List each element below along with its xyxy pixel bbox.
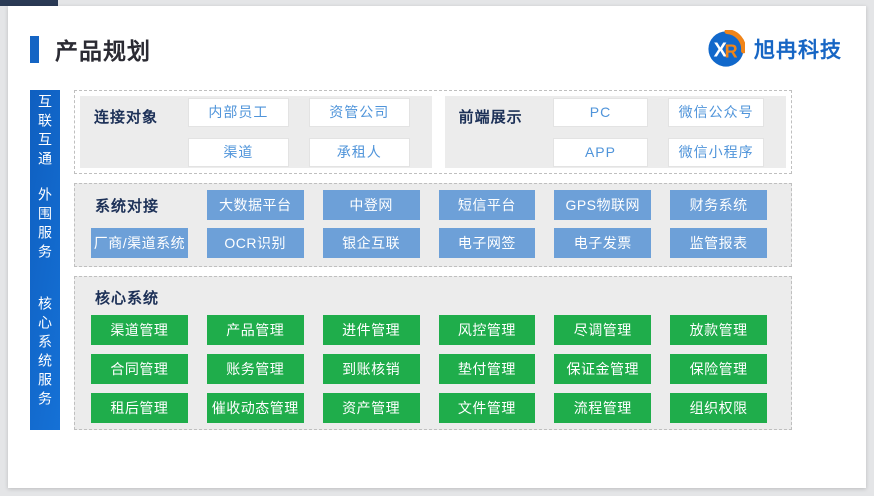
- chip-accounting-mgmt: 账务管理: [206, 354, 304, 384]
- chip-internal-staff: 内部员工: [188, 97, 289, 127]
- chip-ocr: OCR识别: [206, 228, 304, 258]
- chip-receipt-writeoff: 到账核销: [322, 354, 420, 384]
- chip-wechat-miniprogram: 微信小程序: [668, 137, 764, 167]
- section-core-system: 核心系统 渠道管理 产品管理 进件管理 风控管理 尽调管理 放款管理 合同管理 …: [74, 276, 792, 430]
- sidebar-item-label: 外围服务: [37, 187, 53, 263]
- chip-zhongdeng-net: 中登网: [322, 190, 420, 220]
- logo-text: 旭冉科技: [754, 39, 842, 62]
- chip-bigdata-platform: 大数据平台: [206, 190, 304, 220]
- chip-deposit-mgmt: 保证金管理: [554, 354, 652, 384]
- title-accent-bar: [30, 35, 39, 63]
- svg-text:R: R: [725, 42, 738, 62]
- integration-label: 系统对接: [95, 197, 160, 215]
- frontend-grid: PC 微信公众号 APP 微信小程序: [549, 96, 786, 168]
- sidebar-item-label: 互联互通: [37, 94, 53, 170]
- top-left-decoration: [0, 0, 58, 6]
- integration-grid: 系统对接 大数据平台 中登网 短信平台 GPS物联网 财务系统 厂商/渠道系统 …: [91, 190, 767, 258]
- logo-xr-icon: X R: [708, 30, 745, 67]
- chip-finance-system: 财务系统: [670, 190, 767, 220]
- slide-card: 产品规划 X R 旭冉科技 互联互通 外围服务 核心系统服务 连接对象: [8, 6, 866, 488]
- chip-due-diligence-mgmt: 尽调管理: [554, 315, 652, 345]
- chip-e-signature: 电子网签: [438, 228, 536, 258]
- chip-app: APP: [552, 137, 649, 167]
- chip-insurance-mgmt: 保险管理: [670, 354, 767, 384]
- frontend-label: 前端展示: [458, 109, 523, 126]
- frontend-panel: 前端展示 PC 微信公众号 APP 微信小程序: [444, 96, 786, 168]
- content-rows: 连接对象 内部员工 资管公司 渠道 承租人 前端展示 PC 微信公众号 APP …: [74, 90, 792, 430]
- chip-gps-iot: GPS物联网: [554, 190, 652, 220]
- connect-panel: 连接对象 内部员工 资管公司 渠道 承租人: [80, 96, 432, 168]
- chip-regulatory-report: 监管报表: [670, 228, 767, 258]
- connect-label: 连接对象: [94, 109, 159, 126]
- sidebar-item-peripheral-services: 外围服务: [30, 183, 60, 267]
- chip-lessee: 承租人: [308, 137, 410, 167]
- svg-text:X: X: [714, 40, 728, 62]
- company-logo: X R 旭冉科技: [707, 30, 842, 68]
- chip-wechat-official: 微信公众号: [668, 97, 764, 127]
- chip-org-permissions: 组织权限: [670, 393, 767, 423]
- chip-advance-payment-mgmt: 垫付管理: [438, 354, 536, 384]
- title-block: 产品规划: [30, 32, 151, 66]
- sidebar-item-label: 核心系统服务: [37, 296, 53, 410]
- chip-bank-enterprise-link: 银企互联: [322, 228, 420, 258]
- chip-pc: PC: [552, 97, 649, 127]
- chip-channel-mgmt: 渠道管理: [91, 315, 188, 345]
- chip-e-invoice: 电子发票: [554, 228, 652, 258]
- chip-product-mgmt: 产品管理: [206, 315, 304, 345]
- chip-channel: 渠道: [188, 137, 289, 167]
- sidebar-item-interconnect: 互联互通: [30, 90, 60, 174]
- chip-file-mgmt: 文件管理: [438, 393, 536, 423]
- chip-risk-control-mgmt: 风控管理: [438, 315, 536, 345]
- chip-vendor-channel-system: 厂商/渠道系统: [91, 228, 188, 258]
- chip-sms-platform: 短信平台: [438, 190, 536, 220]
- chip-intake-mgmt: 进件管理: [322, 315, 420, 345]
- chip-workflow-mgmt: 流程管理: [554, 393, 652, 423]
- chip-collection-dynamics-mgmt: 催收动态管理: [206, 393, 304, 423]
- page-title: 产品规划: [55, 38, 151, 64]
- sidebar-item-core-system-services: 核心系统服务: [30, 276, 60, 430]
- chip-loan-disbursement-mgmt: 放款管理: [670, 315, 767, 345]
- section-system-integration: 系统对接 大数据平台 中登网 短信平台 GPS物联网 财务系统 厂商/渠道系统 …: [74, 183, 792, 267]
- core-label: 核心系统: [95, 290, 160, 307]
- header: 产品规划 X R 旭冉科技: [8, 6, 866, 78]
- chip-contract-mgmt: 合同管理: [91, 354, 188, 384]
- chip-asset-mgmt: 资产管理: [322, 393, 420, 423]
- sidebar: 互联互通 外围服务 核心系统服务: [30, 90, 60, 430]
- chip-asset-mgmt-company: 资管公司: [308, 97, 410, 127]
- section-connect-frontend: 连接对象 内部员工 资管公司 渠道 承租人 前端展示 PC 微信公众号 APP …: [74, 90, 792, 174]
- core-grid: 渠道管理 产品管理 进件管理 风控管理 尽调管理 放款管理 合同管理 账务管理 …: [91, 315, 767, 423]
- chip-post-lease-mgmt: 租后管理: [91, 393, 188, 423]
- connect-grid: 内部员工 资管公司 渠道 承租人: [184, 96, 432, 168]
